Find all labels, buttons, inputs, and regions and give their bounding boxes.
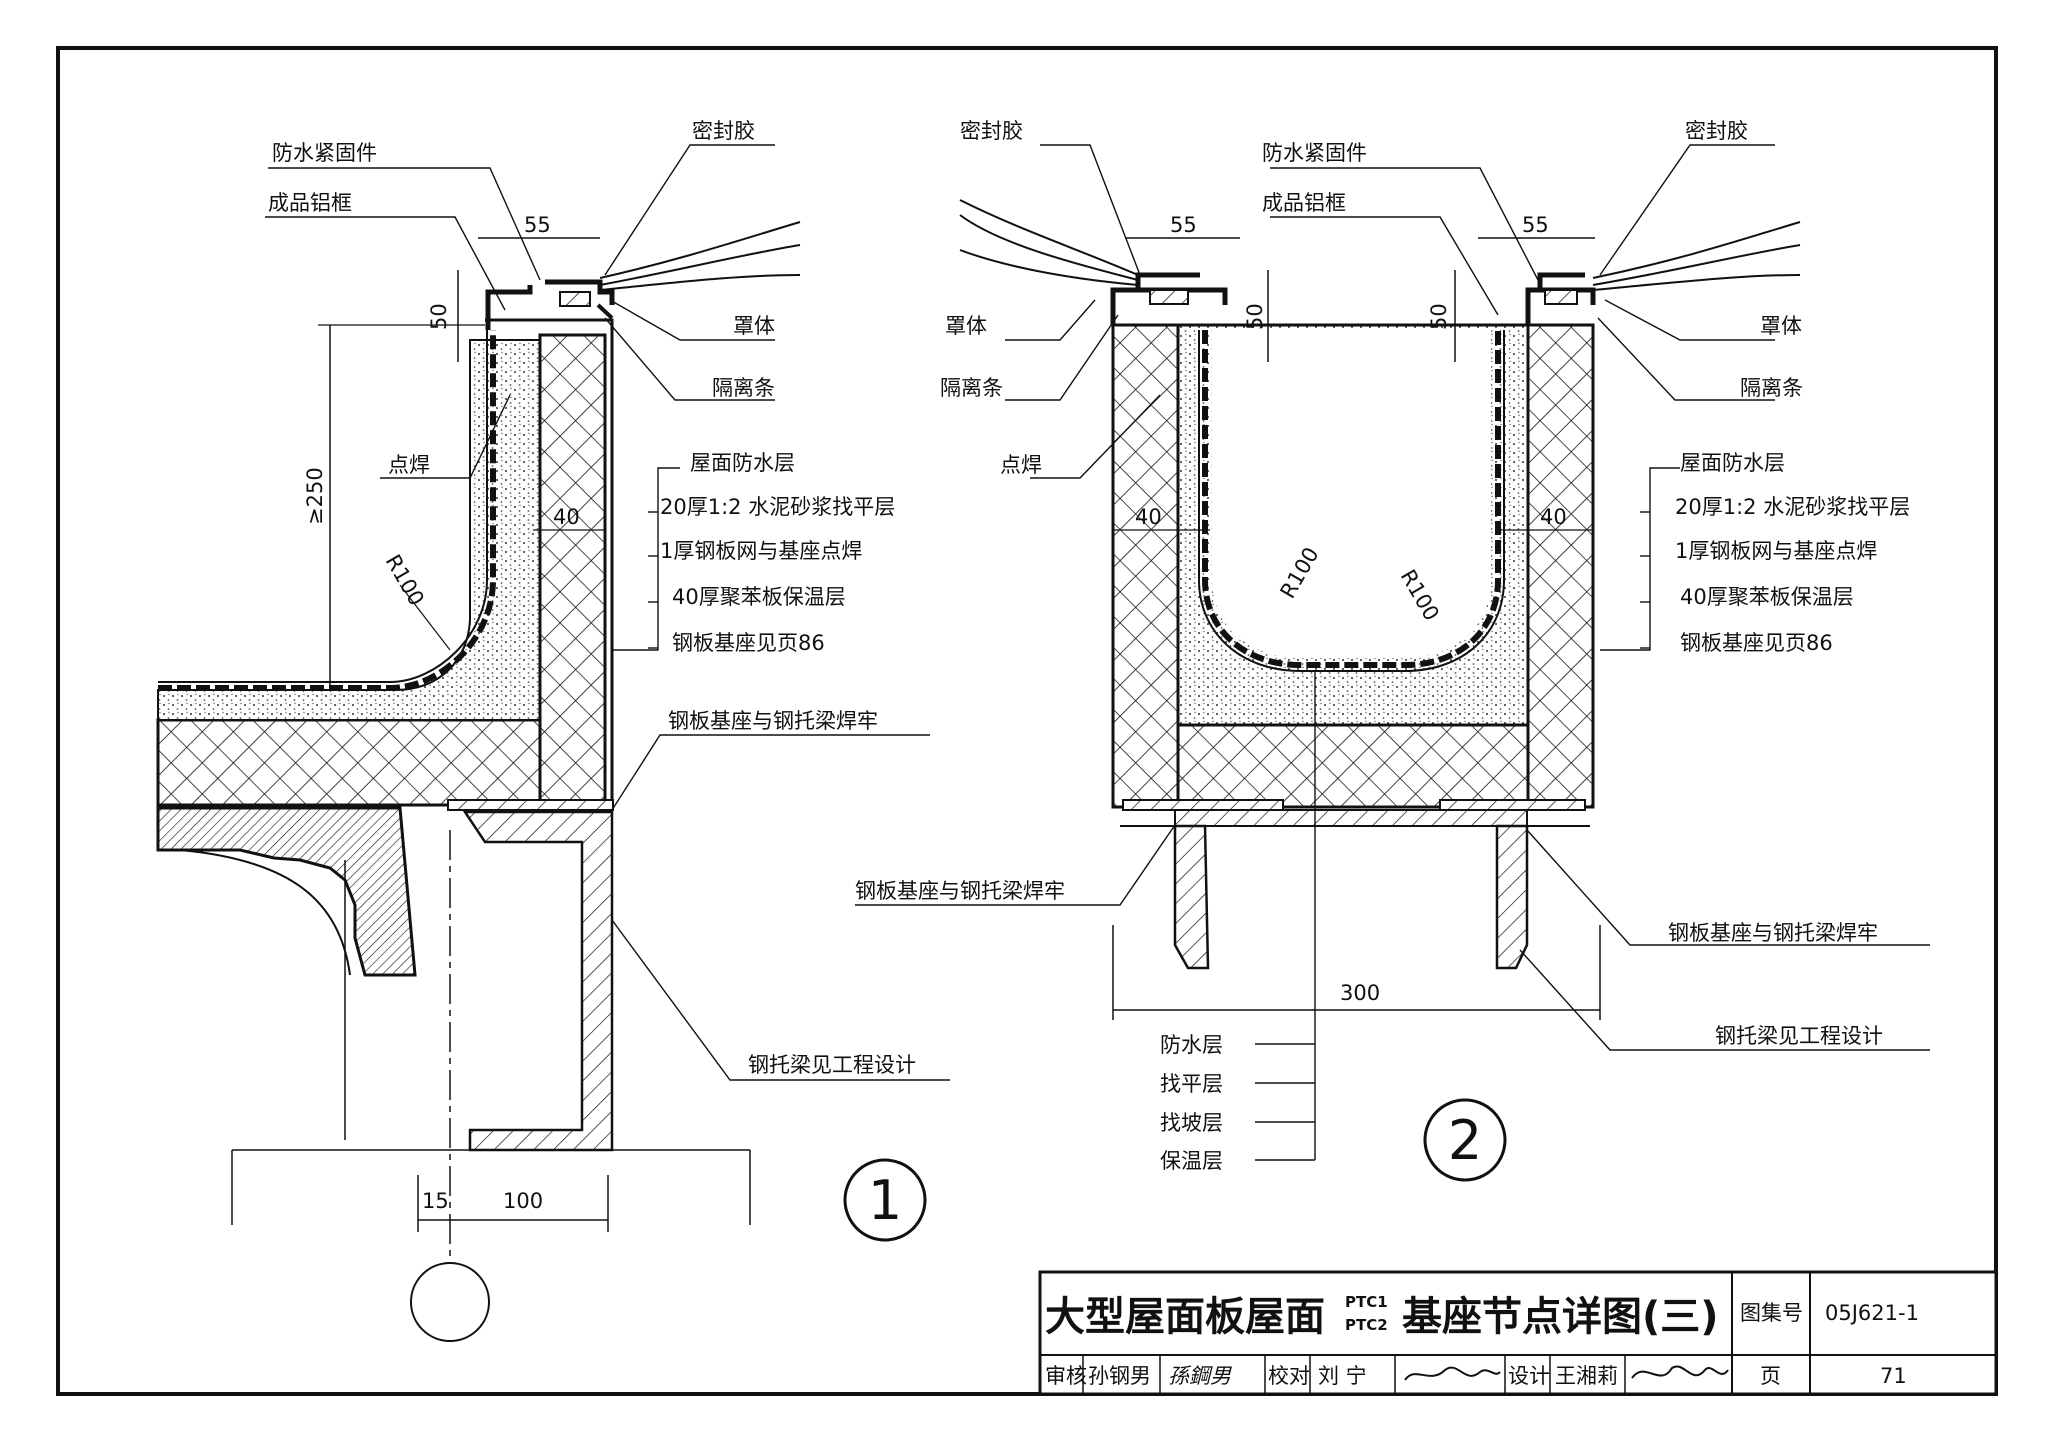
insulation-slab (156, 718, 542, 807)
label-isolation-left: 隔离条 (940, 376, 1003, 400)
dim-40: 40 (553, 505, 580, 529)
designer-name: 王湘莉 (1555, 1364, 1618, 1388)
dim-50-left: 50 (1243, 303, 1267, 330)
atlas-label: 图集号 (1740, 1301, 1803, 1325)
page-label: 页 (1760, 1364, 1781, 1388)
waterproof-membrane (158, 330, 496, 691)
dim-100: 100 (503, 1189, 543, 1213)
label-screed: 20厚1:2 水泥砂浆找平层 (1675, 495, 1910, 519)
roof-panel-concrete (156, 806, 417, 977)
label-cover: 罩体 (733, 314, 775, 338)
label-waterproof: 屋面防水层 (690, 451, 795, 475)
label-cover-right: 罩体 (1760, 314, 1802, 338)
label-isolation-strip: 隔离条 (712, 376, 775, 400)
detail-number-1-circle (843, 1158, 927, 1242)
label-spot-weld: 点焊 (1000, 453, 1042, 477)
label-mesh: 1厚钢板网与基座点焊 (660, 539, 862, 563)
checker-signature (1404, 1366, 1501, 1381)
steel-beam-flange (1174, 809, 1528, 827)
code-ptc1: PTC1 (1345, 1293, 1388, 1311)
label-screed: 20厚1:2 水泥砂浆找平层 (660, 495, 895, 519)
label-layer-screed: 找平层 (1160, 1072, 1223, 1096)
label-layer-insulation: 保温层 (1160, 1149, 1223, 1173)
label-cover-left: 罩体 (945, 314, 987, 338)
checker-name: 刘 宁 (1318, 1364, 1367, 1388)
steel-beam (462, 810, 614, 1152)
check-label: 校对 (1268, 1364, 1310, 1388)
dim-55: 55 (524, 213, 551, 237)
label-base: 钢板基座见页86 (1680, 631, 1833, 655)
grid-axis-bubble (410, 1262, 490, 1342)
label-weld-right: 钢板基座与钢托梁焊牢 (1668, 921, 1878, 945)
detail-number-2: 2 (1448, 1109, 1482, 1172)
detail-number-2-circle (1423, 1098, 1507, 1182)
dim-40-left: 40 (1135, 505, 1162, 529)
label-weld-left: 钢板基座与钢托梁焊牢 (855, 879, 1065, 903)
dim-250: ≥250 (303, 467, 327, 525)
insulation-column-left (1111, 323, 1180, 809)
label-fastener: 防水紧固件 (1262, 141, 1367, 165)
label-insulation: 40厚聚苯板保温层 (1680, 585, 1854, 609)
label-beam: 钢托梁见工程设计 (1715, 1024, 1883, 1048)
dim-55-left: 55 (1170, 213, 1197, 237)
label-alu-frame: 成品铝框 (268, 191, 352, 215)
label-layer-waterproof: 防水层 (1160, 1033, 1223, 1057)
label-sealant: 密封胶 (692, 119, 755, 143)
label-insulation: 40厚聚苯板保温层 (672, 585, 846, 609)
detail-number-1: 1 (868, 1169, 902, 1232)
label-spot-weld: 点焊 (388, 453, 430, 477)
code-ptc2: PTC2 (1345, 1316, 1388, 1334)
sheet-border (56, 46, 1998, 1396)
dim-55-right: 55 (1522, 213, 1549, 237)
detail-1: 15 100 ≥250 R100 40 55 50 防水紧固件 成品铝框 (156, 119, 950, 1342)
dim-40-right: 40 (1540, 505, 1567, 529)
insulation-bottom (1176, 723, 1530, 809)
label-beam: 钢托梁见工程设计 (748, 1053, 916, 1077)
reviewer-signature: 孫鋼男 (1168, 1364, 1232, 1388)
page-number: 71 (1880, 1364, 1907, 1388)
aluminium-frame (485, 279, 615, 330)
reviewer-name: 孙钢男 (1088, 1364, 1151, 1388)
title-block: 大型屋面板屋面 PTC1 PTC2 基座节点详图(三) 图集号 05J621-1… (1038, 1270, 1998, 1396)
label-fastener: 防水紧固件 (272, 141, 377, 165)
label-mesh: 1厚钢板网与基座点焊 (1675, 539, 1877, 563)
steel-beam-web-right (1495, 824, 1529, 970)
designer-signature (1631, 1365, 1729, 1379)
review-label: 审核 (1045, 1364, 1087, 1388)
dim-50: 50 (427, 303, 451, 330)
label-base: 钢板基座见页86 (672, 631, 825, 655)
dim-300: 300 (1340, 981, 1380, 1005)
label-sealant-left: 密封胶 (960, 119, 1023, 143)
title-main: 大型屋面板屋面 (1045, 1294, 1325, 1340)
dim-15: 15 (422, 1189, 449, 1213)
label-waterproof: 屋面防水层 (1680, 451, 1785, 475)
title-tail: 基座节点详图(三) (1402, 1294, 1719, 1340)
label-layer-slope: 找坡层 (1160, 1111, 1223, 1135)
label-isolation-right: 隔离条 (1740, 376, 1803, 400)
steel-beam-web-left (1173, 824, 1210, 970)
label-sealant-right: 密封胶 (1685, 119, 1748, 143)
label-alu-frame: 成品铝框 (1262, 191, 1346, 215)
dim-r100: R100 (381, 551, 429, 610)
design-label: 设计 (1508, 1364, 1550, 1388)
screed-fillet (157, 339, 541, 721)
waterproof-membrane-u (1202, 330, 1501, 668)
detail-2: 300 55 55 50 50 R100 R100 40 40 (855, 119, 1930, 1182)
atlas-number: 05J621-1 (1825, 1301, 1919, 1325)
dim-50-right: 50 (1427, 303, 1451, 330)
insulation-column (538, 333, 607, 807)
insulation-column-right (1526, 323, 1595, 809)
label-weld-firm: 钢板基座与钢托梁焊牢 (668, 709, 878, 733)
